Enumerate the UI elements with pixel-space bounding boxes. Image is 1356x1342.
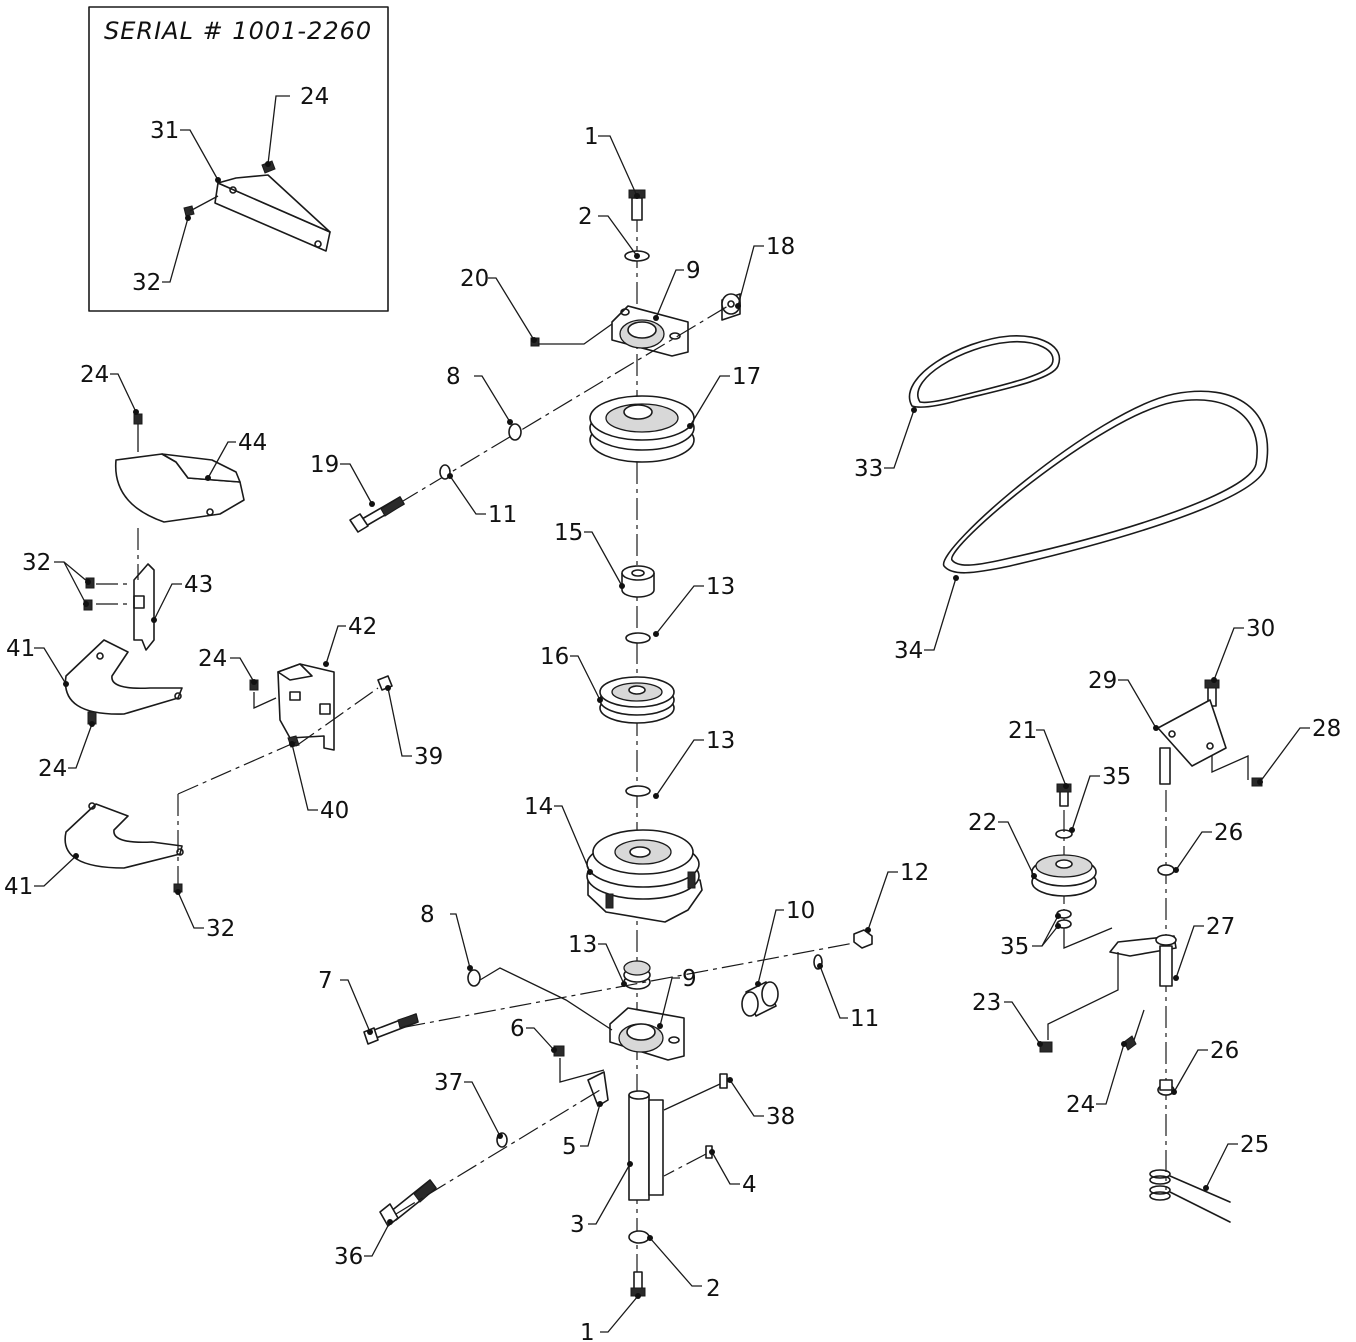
callout-label: 31	[150, 118, 179, 144]
bearing-flange-lower	[609, 1007, 685, 1061]
callout-label: 12	[900, 860, 929, 886]
callout-label: 41	[4, 874, 33, 900]
shaft	[628, 1090, 664, 1201]
callout-label: 16	[540, 644, 569, 670]
callout-label: 18	[766, 234, 795, 260]
callout-label: 1	[584, 124, 599, 150]
idler-assembly-lower	[363, 929, 873, 1227]
bearing-flange-top	[611, 305, 689, 357]
callout-label: 32	[206, 916, 235, 942]
callout-label: 32	[132, 270, 161, 296]
callout-label: 6	[510, 1016, 525, 1042]
callout-label: 15	[554, 520, 583, 546]
callout-label: 24	[300, 84, 329, 110]
callout-label: 2	[578, 204, 593, 230]
right-tension-assembly	[1031, 679, 1263, 1223]
serial-inset: SERIAL # 1001-2260	[88, 6, 389, 312]
callout-label: 43	[184, 572, 213, 598]
callout-label: 35	[1102, 764, 1131, 790]
callout-label: 24	[1066, 1092, 1095, 1118]
callout-label: 32	[22, 550, 51, 576]
idler-assembly-top	[349, 293, 741, 533]
callout-label: 27	[1206, 914, 1235, 940]
center-stack	[586, 189, 703, 1297]
callout-label: 9	[686, 258, 701, 284]
callout-label: 42	[348, 614, 377, 640]
washer-bottom	[628, 1230, 650, 1244]
bolt-long-lower	[363, 1013, 419, 1045]
bolt-36	[379, 1179, 437, 1227]
callout-label: 26	[1210, 1038, 1239, 1064]
callout-label: 17	[732, 364, 761, 390]
callout-label: 40	[320, 798, 349, 824]
callout-label: 7	[318, 968, 333, 994]
callout-label: 33	[854, 456, 883, 482]
callout-label: 5	[562, 1134, 577, 1160]
callout-label: 24	[198, 646, 227, 672]
callout-label: 38	[766, 1104, 795, 1130]
callout-label: 25	[1240, 1132, 1269, 1158]
inset-title: SERIAL # 1001-2260	[104, 17, 372, 45]
callout-label: 8	[420, 902, 435, 928]
callout-label: 36	[334, 1244, 363, 1270]
callout-label: 30	[1246, 616, 1275, 642]
callout-label: 39	[414, 744, 443, 770]
callout-label: 35	[1000, 934, 1029, 960]
callout-label: 3	[570, 1212, 585, 1238]
spacer	[621, 565, 655, 598]
belts	[908, 335, 1269, 574]
callout-label: 44	[238, 430, 267, 456]
callout-label: 8	[446, 364, 461, 390]
callout-label: 2	[706, 1276, 721, 1302]
callout-label: 24	[80, 362, 109, 388]
pulley-medium	[599, 676, 675, 724]
pulley-large	[589, 395, 695, 463]
callout-label: 13	[568, 932, 597, 958]
callout-label: 24	[38, 756, 67, 782]
callout-label: 14	[524, 794, 553, 820]
clutch	[586, 829, 703, 923]
washer-mid-2	[625, 785, 651, 797]
callout-label: 13	[706, 728, 735, 754]
washer-mid-1	[625, 632, 651, 644]
inset-frame	[88, 6, 389, 312]
callout-label: 13	[706, 574, 735, 600]
bolt-bottom	[630, 1271, 646, 1297]
callout-label: 29	[1088, 668, 1117, 694]
bolt-long-top	[349, 496, 405, 533]
callout-label: 41	[6, 636, 35, 662]
callout-label: 28	[1312, 716, 1341, 742]
callout-label: 34	[894, 638, 923, 664]
callout-label: 1	[580, 1320, 595, 1342]
callout-label: 21	[1008, 718, 1037, 744]
callout-label: 37	[434, 1070, 463, 1096]
callout-label: 9	[682, 966, 697, 992]
callout-label: 20	[460, 266, 489, 292]
callout-label: 11	[488, 502, 517, 528]
callout-label: 19	[310, 452, 339, 478]
callout-label: 22	[968, 810, 997, 836]
callout-label: 23	[972, 990, 1001, 1016]
spring	[1149, 1169, 1231, 1223]
callout-label: 11	[850, 1006, 879, 1032]
callout-label: 4	[742, 1172, 757, 1198]
bushing-lower	[623, 960, 651, 990]
callout-label: 26	[1214, 820, 1243, 846]
idler-roller	[741, 981, 779, 1017]
callout-label: 10	[786, 898, 815, 924]
inset-bracket-part	[183, 160, 331, 252]
callouts: 24 31 32 1 2 9 18 20 8 17 19 11	[4, 84, 1341, 1342]
